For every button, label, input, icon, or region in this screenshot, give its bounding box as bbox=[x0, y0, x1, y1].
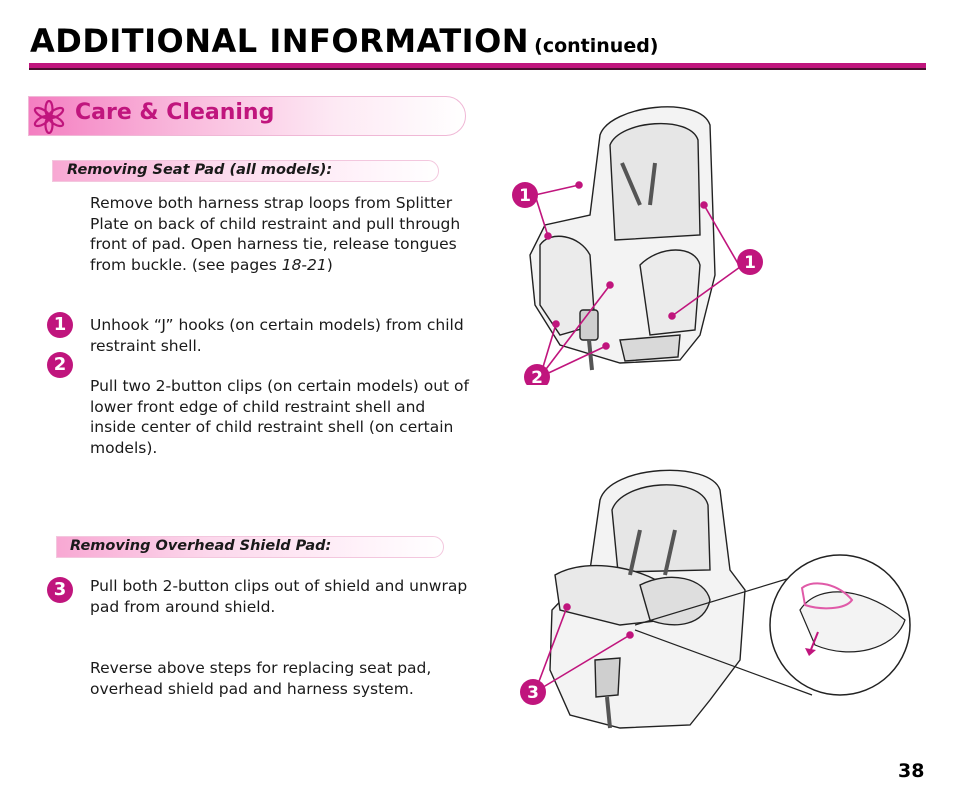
car-seat-shield-drawing bbox=[549, 469, 746, 729]
step-3-text: Pull both 2-button clips out of shield a… bbox=[90, 577, 468, 616]
callout-1b-label: 1 bbox=[744, 253, 756, 273]
fig2-callout-3: 3 bbox=[520, 679, 546, 705]
seat-pad-intro: Remove both harness strap loops from Spl… bbox=[90, 193, 470, 275]
closing-text: Reverse above steps for replacing seat p… bbox=[90, 659, 432, 698]
shield-pad-banner bbox=[56, 536, 444, 558]
fig1-callout-2: 2 bbox=[524, 364, 550, 385]
page-reference: 18-21 bbox=[281, 255, 327, 274]
fig1-callout-1a: 1 bbox=[512, 182, 538, 208]
seat-pad-illustration: 1 1 2 bbox=[512, 106, 763, 385]
step-2-badge: 2 bbox=[47, 352, 73, 378]
fig1-callout-1b: 1 bbox=[737, 249, 763, 275]
seat-pad-heading: Removing Seat Pad (all models): bbox=[67, 162, 333, 178]
step-2-text: Pull two 2-button clips (on certain mode… bbox=[90, 377, 469, 457]
page-title: ADDITIONAL INFORMATION (continued) bbox=[30, 22, 659, 60]
flower-icon bbox=[33, 100, 65, 134]
seat-pad-intro-close: ) bbox=[326, 255, 333, 274]
step-3-badge: 3 bbox=[47, 577, 73, 603]
car-seat-drawing bbox=[529, 106, 716, 371]
seat-pad-intro-text: Remove both harness strap loops from Spl… bbox=[90, 194, 461, 274]
callout-lines-3 bbox=[534, 603, 634, 693]
section-heading: Care & Cleaning bbox=[75, 100, 275, 125]
shield-pad-heading: Removing Overhead Shield Pad: bbox=[70, 538, 332, 554]
callout-1a-label: 1 bbox=[519, 186, 531, 206]
seat-pad-banner bbox=[52, 160, 439, 182]
title-rule bbox=[29, 63, 926, 68]
page-title-suffix: (continued) bbox=[534, 35, 659, 57]
shield-pad-illustration: 3 bbox=[520, 469, 911, 729]
step-1-badge: 1 bbox=[47, 312, 73, 338]
title-rule-shadow bbox=[29, 68, 926, 70]
page-title-main: ADDITIONAL INFORMATION bbox=[30, 22, 530, 60]
callout-lines bbox=[534, 181, 741, 378]
callout-3-label: 3 bbox=[527, 683, 539, 703]
detail-zoom-lines bbox=[634, 574, 813, 696]
step-1-text: Unhook “J” hooks (on certain models) fro… bbox=[90, 316, 464, 355]
detail-inset bbox=[769, 554, 911, 696]
page-number: 38 bbox=[898, 760, 925, 782]
section-banner bbox=[28, 96, 466, 136]
callout-2-label: 2 bbox=[531, 368, 543, 385]
